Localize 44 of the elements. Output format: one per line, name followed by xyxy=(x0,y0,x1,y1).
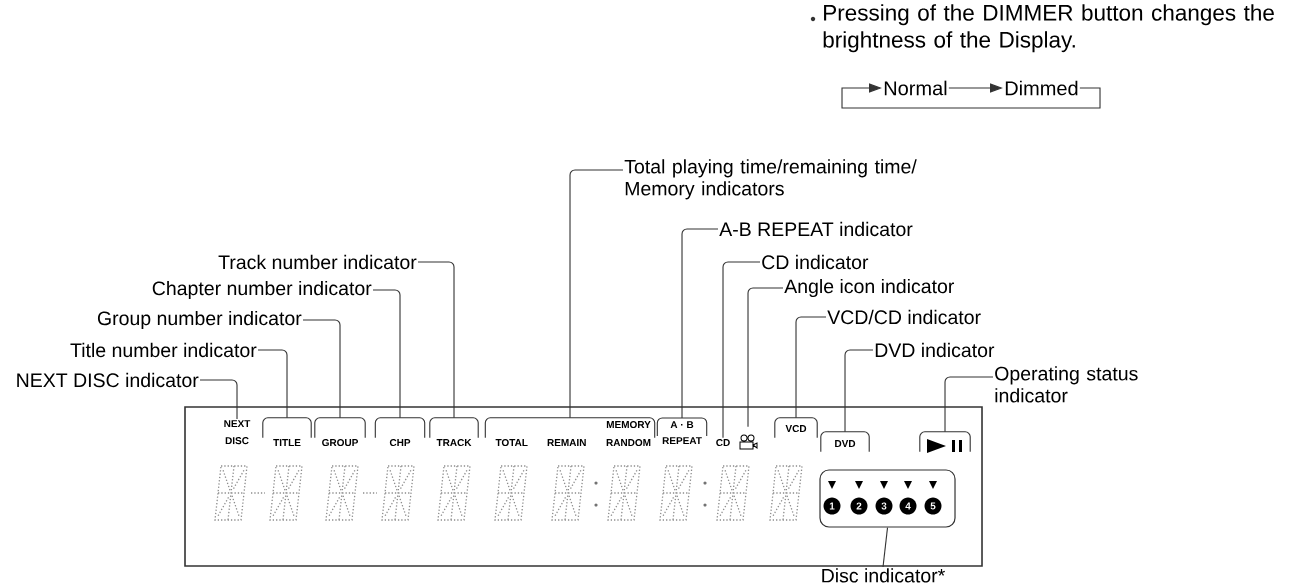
leader-line xyxy=(199,379,238,420)
leader-line xyxy=(417,261,455,419)
indicator-label: A · B REPEAT xyxy=(656,417,708,445)
leader-line xyxy=(302,319,341,419)
indicator-label: CHP xyxy=(374,417,426,447)
callout-text: CD indicator xyxy=(762,254,869,270)
callout-text: NEXT DISC indicator xyxy=(17,372,199,388)
callout-text: Chapter number indicator xyxy=(152,280,372,300)
indicator-label: TITLE xyxy=(262,417,312,446)
leader-line xyxy=(722,261,761,439)
callout-text: Angle icon indicator xyxy=(784,278,954,298)
leader-line xyxy=(569,169,624,419)
play-pause-indicator xyxy=(919,431,971,453)
indicator-label: CD xyxy=(716,439,730,447)
state-label: Dimmed xyxy=(1005,80,1078,96)
indicator-label: VCD xyxy=(774,417,818,439)
camera-icon xyxy=(739,434,758,450)
leader-line xyxy=(844,349,874,433)
callout-text: Disc indicator* xyxy=(822,568,945,583)
callout-text: A-B REPEAT indicator xyxy=(719,221,913,237)
state-label: Normal xyxy=(884,80,947,96)
leader-line xyxy=(747,287,784,428)
callout-text: Total playing time/remaining time/ Memory indicators xyxy=(624,159,917,200)
callout-text: Title number indicator xyxy=(70,342,257,358)
leader-line xyxy=(795,316,827,419)
indicator-label: TOTAL REMAIN MEMORY RANDOM xyxy=(484,417,656,447)
indicator-label: GROUP xyxy=(314,417,366,447)
leader-line xyxy=(257,349,288,419)
callout-text: DVD indicator xyxy=(875,342,995,358)
note-text: Pressing of the DIMMER button changes the brightness of the Display. xyxy=(823,4,1274,53)
indicator-label: TRACK xyxy=(429,417,479,447)
indicator-label: DVD xyxy=(820,431,870,453)
callout-text: Track number indicator xyxy=(218,254,417,270)
arrow xyxy=(841,83,1101,109)
callout-text: Group number indicator xyxy=(97,310,302,330)
callout-text: VCD/CD indicator xyxy=(827,309,981,325)
leader-line xyxy=(681,228,719,419)
disc-tray-panel xyxy=(819,469,956,528)
callout-text: Operating status indicator xyxy=(995,366,1138,403)
leader-line xyxy=(372,289,401,419)
leader-line xyxy=(882,527,889,568)
indicator-label: NEXT DISC xyxy=(224,420,251,445)
leader-line xyxy=(944,376,994,433)
display-panel xyxy=(184,406,983,567)
